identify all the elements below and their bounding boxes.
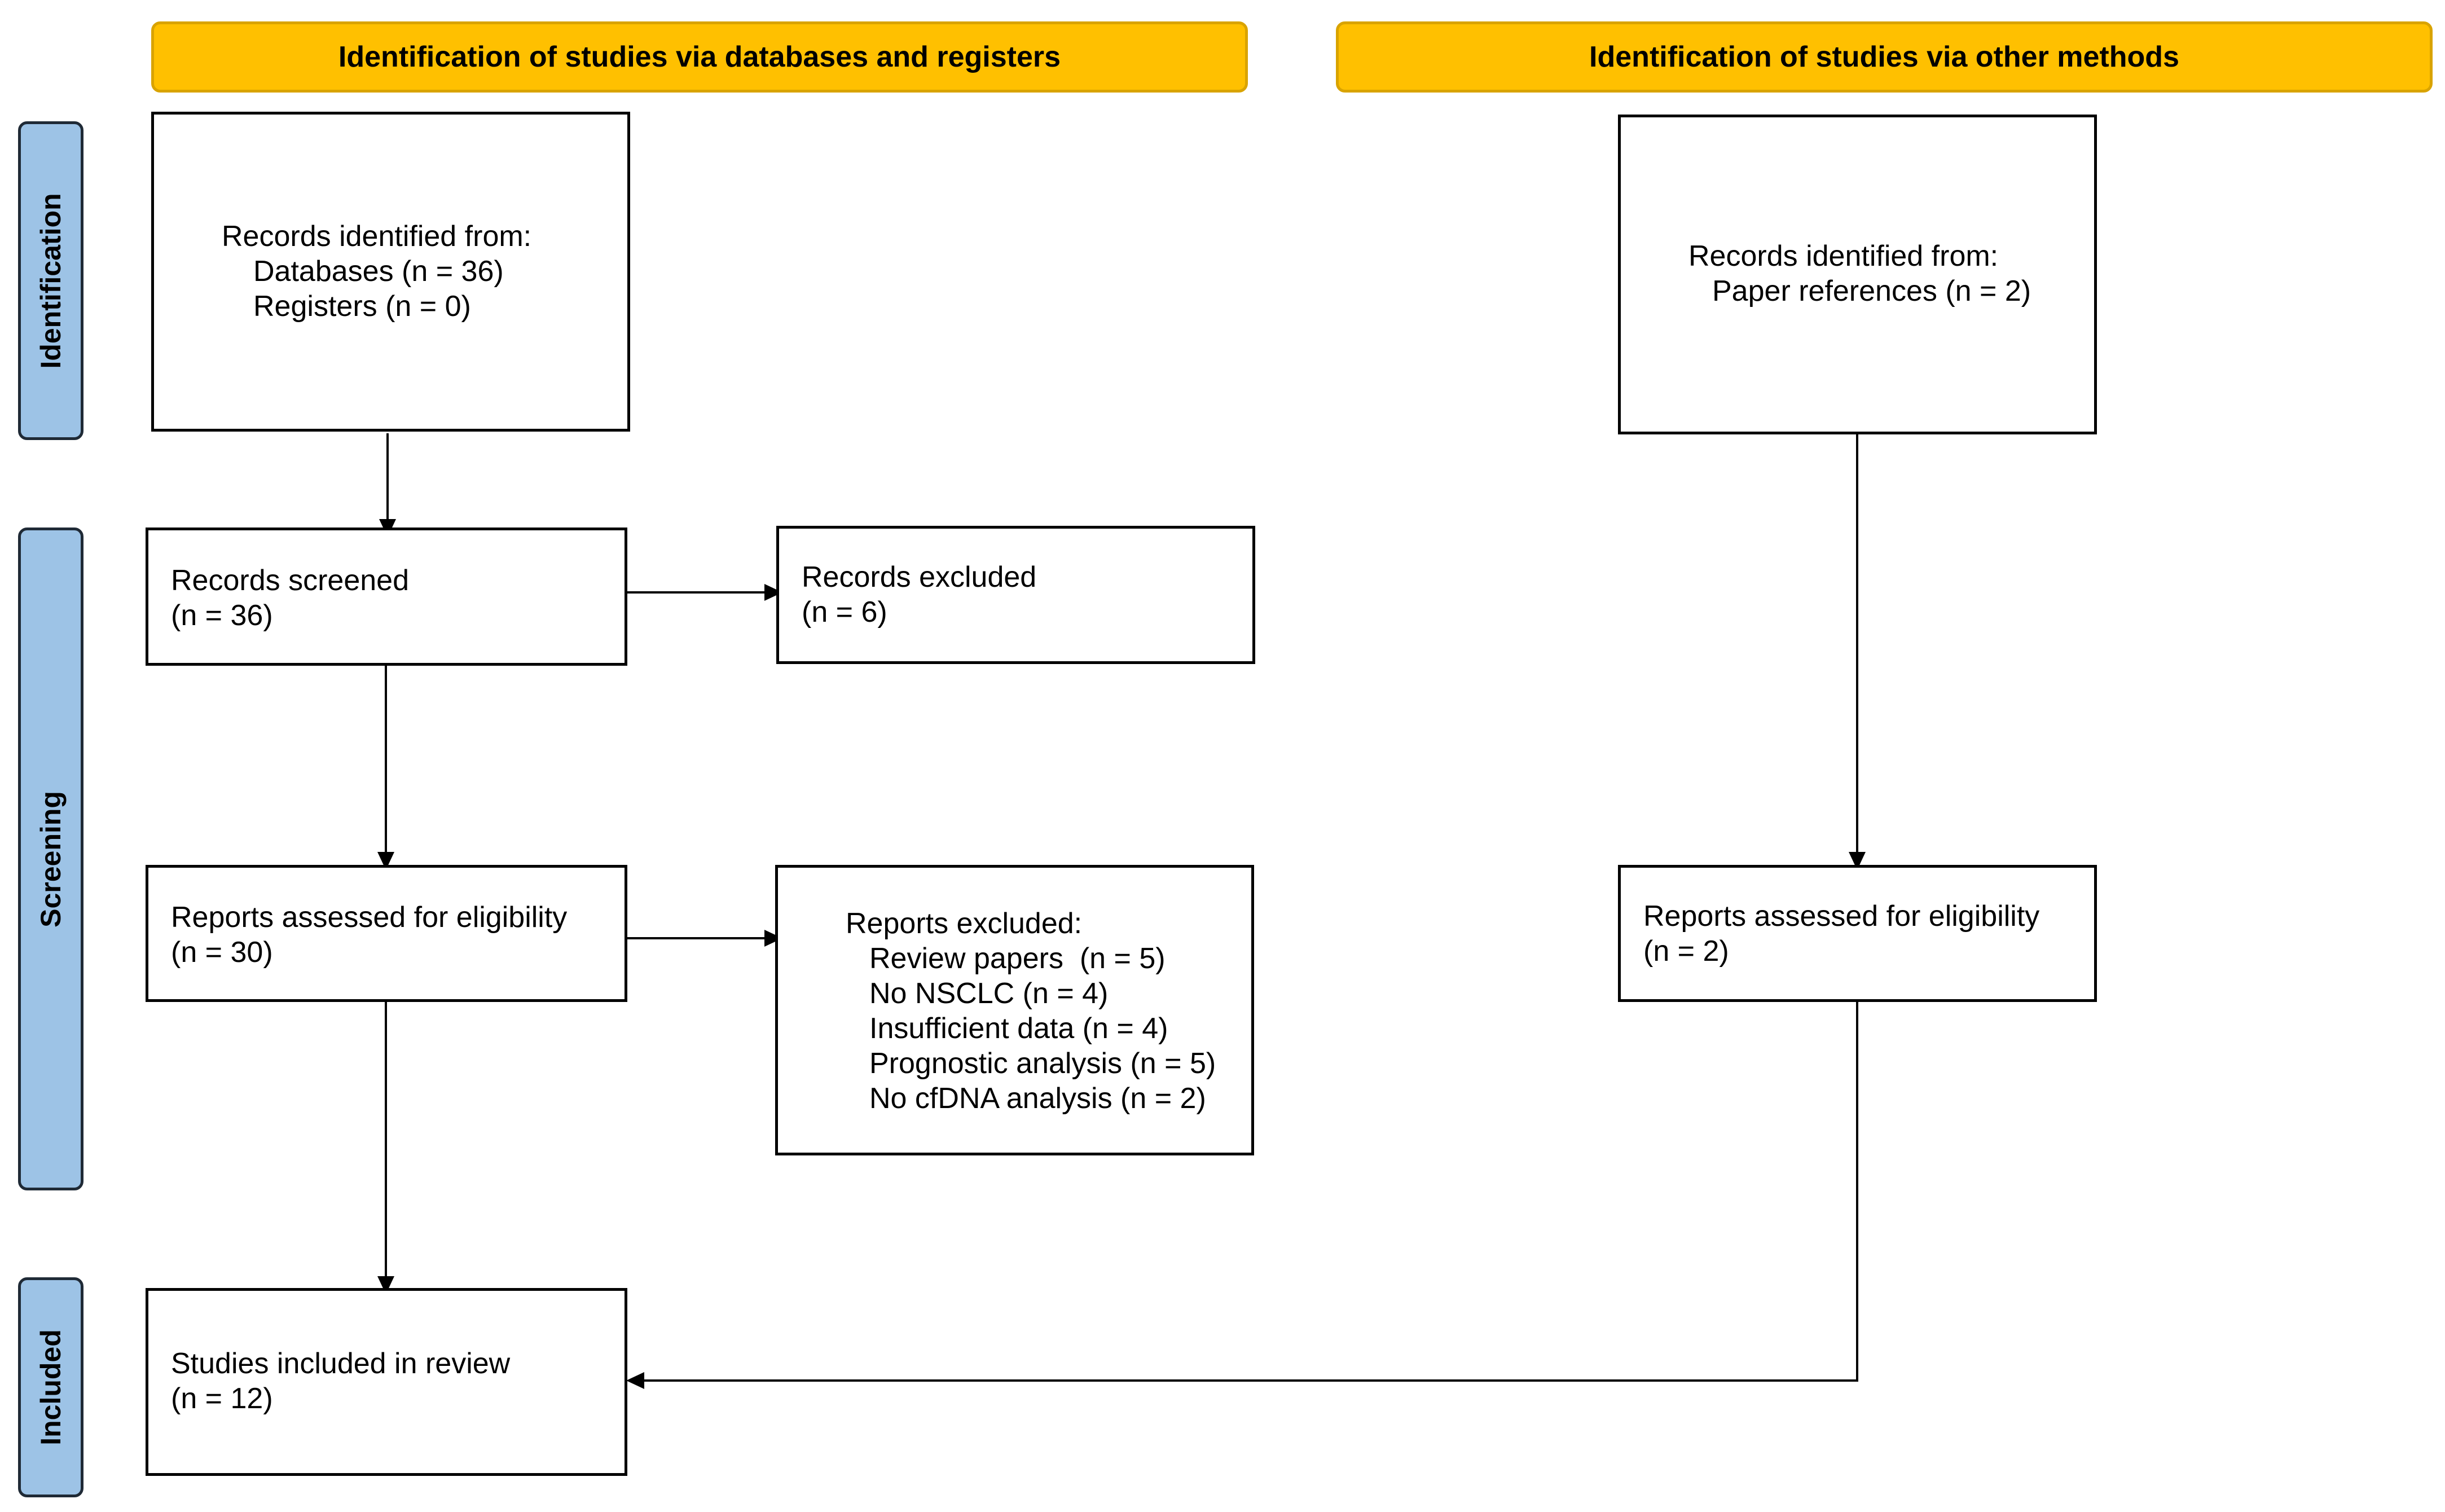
reports-assessed-db-title: Reports assessed for eligibility — [171, 901, 568, 934]
arrowhead — [764, 930, 782, 947]
studies-included-box: Studies included in review (n = 12) — [146, 1288, 627, 1476]
records-excluded-count: (n = 6) — [802, 596, 887, 628]
reports-assessed-db-count: (n = 30) — [171, 936, 273, 969]
records-screened-count: (n = 36) — [171, 599, 273, 632]
header-databases-registers: Identification of studies via databases … — [151, 21, 1248, 93]
arrowhead — [377, 1276, 394, 1294]
studies-included-count: (n = 12) — [171, 1382, 273, 1415]
records-screened-box: Records screened (n = 36) — [146, 528, 627, 666]
records-identified-other-references: Paper references (n = 2) — [1712, 275, 2031, 307]
records-identified-other-title: Records identified from: — [1688, 240, 1999, 272]
stage-identification: Identification — [18, 121, 83, 440]
reports-excluded-reason: No cfDNA analysis (n = 2) — [869, 1082, 1206, 1115]
reports-excluded-title: Reports excluded: — [846, 907, 1083, 940]
reports-excluded-reason: Insufficient data (n = 4) — [869, 1012, 1168, 1045]
arrowhead — [1849, 852, 1866, 870]
stage-screening: Screening — [18, 528, 83, 1190]
arrowhead — [764, 584, 782, 601]
studies-included-title: Studies included in review — [171, 1347, 511, 1380]
reports-excluded-reason: Prognostic analysis (n = 5) — [869, 1047, 1216, 1080]
stage-included: Included — [18, 1277, 83, 1497]
records-identified-db-databases: Databases (n = 36) — [253, 255, 504, 288]
records-identified-other-box: Records identified from: Paper reference… — [1618, 115, 2097, 434]
records-identified-db-registers: Registers (n = 0) — [253, 290, 471, 323]
arrowhead — [377, 852, 394, 870]
header-other-methods: Identification of studies via other meth… — [1336, 21, 2433, 93]
records-screened-title: Records screened — [171, 564, 409, 597]
arrowhead — [626, 1372, 644, 1389]
arrow-other-assessed-to-included — [635, 1002, 1858, 1382]
records-identified-db-title: Records identified from: — [222, 220, 532, 253]
reports-excluded-reason: Review papers (n = 5) — [869, 942, 1166, 975]
reports-assessed-other-title: Reports assessed for eligibility — [1643, 900, 2040, 933]
reports-assessed-other-count: (n = 2) — [1643, 935, 1729, 968]
records-excluded-title: Records excluded — [802, 561, 1037, 594]
reports-excluded-reason: No NSCLC (n = 4) — [869, 977, 1109, 1010]
records-identified-databases-box: Records identified from: Databases (n = … — [151, 112, 630, 432]
records-excluded-box: Records excluded (n = 6) — [776, 526, 1255, 664]
reports-assessed-other-box: Reports assessed for eligibility (n = 2) — [1618, 865, 2097, 1002]
reports-assessed-databases-box: Reports assessed for eligibility (n = 30… — [146, 865, 627, 1002]
reports-excluded-box: Reports excluded: Review papers (n = 5) … — [775, 865, 1254, 1155]
